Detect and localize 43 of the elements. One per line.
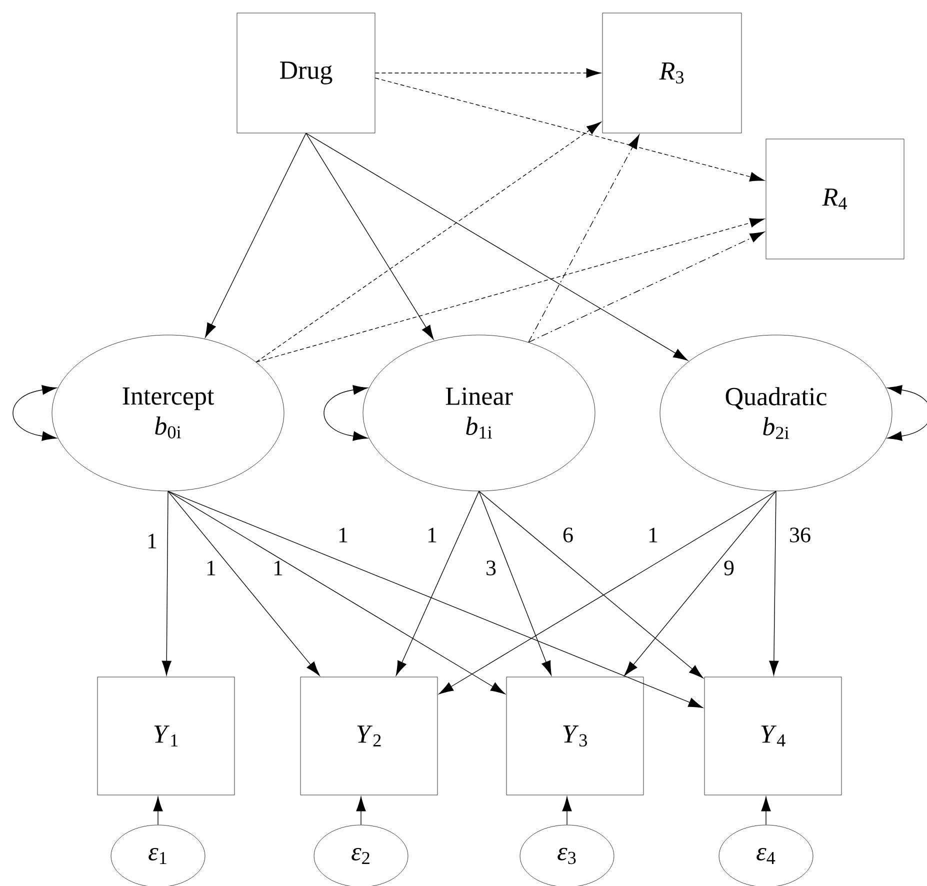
loading-label: 1 bbox=[339, 528, 348, 542]
variable-box: Y$_{2}$ bbox=[300, 676, 438, 796]
arrow bbox=[168, 490, 506, 694]
loading-label: 1 bbox=[274, 560, 282, 576]
arrow bbox=[256, 122, 602, 362]
arrow bbox=[374, 68, 601, 78]
variable-box: Y$_{4}$ bbox=[704, 676, 842, 796]
arrow bbox=[478, 490, 552, 676]
arrow bbox=[562, 796, 572, 826]
loading-label: 3 bbox=[486, 560, 496, 576]
arrow bbox=[374, 78, 764, 182]
variable-box: R$_{4}$ bbox=[766, 138, 904, 260]
arrow bbox=[162, 490, 172, 676]
variable-box: R$_{3}$ bbox=[602, 12, 742, 134]
arrow bbox=[761, 796, 771, 826]
loading-label: 1 bbox=[428, 528, 436, 542]
arrow bbox=[887, 385, 927, 441]
arrow bbox=[478, 490, 704, 678]
variable-box: Y$_{3}$ bbox=[506, 676, 644, 796]
arrow bbox=[306, 132, 688, 361]
arrow bbox=[168, 490, 320, 676]
arrow bbox=[12, 385, 57, 441]
arrow bbox=[396, 490, 480, 676]
loading-label: 1 bbox=[148, 534, 156, 548]
loading-label: 6 bbox=[563, 528, 573, 542]
loading-label: 1 bbox=[649, 528, 658, 542]
arrow bbox=[769, 490, 779, 676]
arrow bbox=[624, 490, 776, 676]
arrow bbox=[438, 490, 776, 694]
loading-label: 36 bbox=[790, 528, 810, 542]
arrow bbox=[528, 134, 640, 343]
variable-box: Y$_{1}$ bbox=[97, 676, 235, 796]
loading-label: 1 bbox=[207, 560, 216, 576]
arrow bbox=[205, 132, 306, 338]
arrow bbox=[528, 232, 765, 343]
arrow bbox=[256, 218, 764, 362]
arrow bbox=[356, 796, 366, 826]
arrow bbox=[324, 385, 368, 441]
arrow bbox=[306, 132, 434, 340]
loading-label: 9 bbox=[724, 560, 734, 576]
variable-box: Drug bbox=[236, 12, 376, 134]
arrow bbox=[168, 490, 704, 708]
arrow bbox=[153, 796, 163, 826]
